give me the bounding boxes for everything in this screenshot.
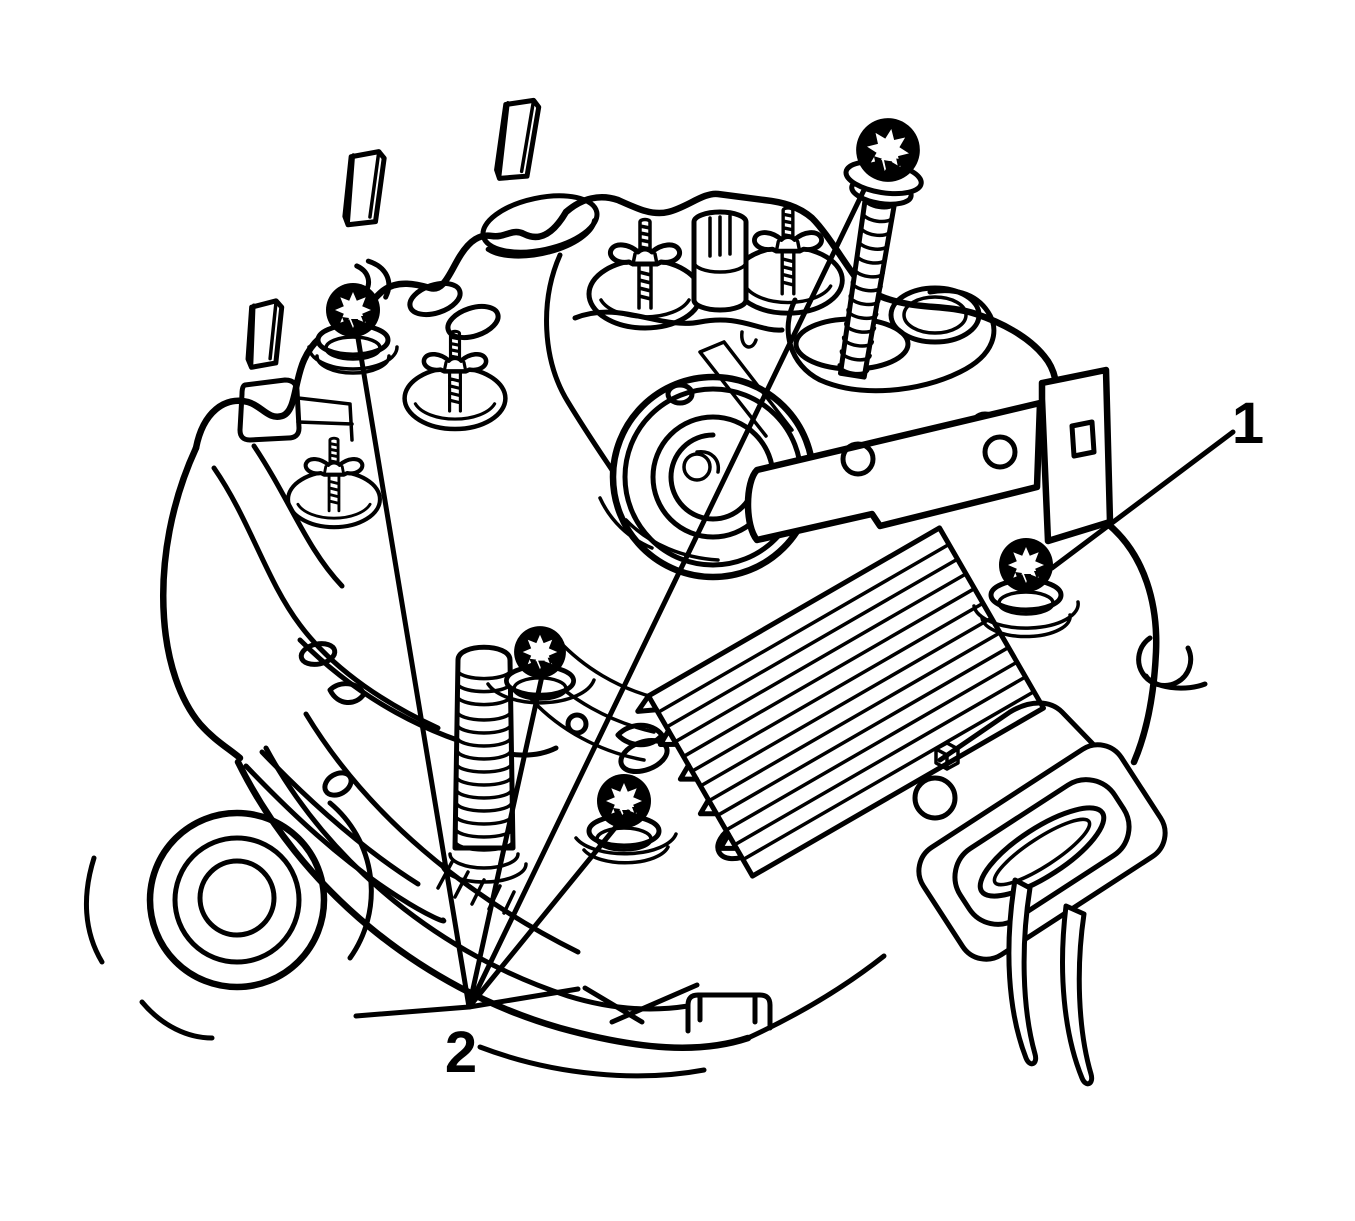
partial-bolt-right-icon <box>1136 635 1208 691</box>
connector-prong <box>1006 877 1039 1067</box>
plate-hole <box>912 775 958 821</box>
rectifier-plate-outline <box>192 190 1060 452</box>
seam <box>544 252 615 473</box>
connector-key <box>934 741 960 771</box>
seam <box>740 330 758 349</box>
rectifier-bolt-center <box>486 626 596 705</box>
output-stud <box>452 644 516 852</box>
seam <box>251 443 345 589</box>
bracket-hole <box>840 441 876 477</box>
callout-1-leader <box>1049 429 1236 571</box>
bolt-boss-plate <box>785 288 997 394</box>
band <box>259 749 421 887</box>
small-hole <box>322 770 354 798</box>
terminal-bracket-arm <box>296 396 354 442</box>
plate-hole <box>565 712 589 736</box>
bracket-slot <box>1069 419 1097 459</box>
through-bolt <box>785 113 997 394</box>
callout-2-leader <box>466 809 631 1010</box>
seam-diagonal <box>582 982 700 1025</box>
plate-hole <box>327 681 367 705</box>
regulator-bolt <box>972 538 1080 639</box>
callout-2-leader <box>466 187 867 1010</box>
callout-2-label: 2 <box>445 1020 477 1085</box>
housing-bottom-rim <box>234 758 752 1051</box>
right-housing-edge <box>1104 520 1208 766</box>
rectifier-bolt-top-left <box>307 283 399 375</box>
boss-hole <box>888 285 982 345</box>
housing-rim-right <box>745 953 887 1041</box>
callout-1: 1 <box>1049 391 1264 571</box>
heat-sink <box>635 525 1046 879</box>
callout-2-leader <box>354 329 472 1010</box>
callout-2-leader <box>466 986 581 1010</box>
callout-2-leader <box>353 1004 472 1019</box>
terminal-pad <box>480 193 600 255</box>
bracket-hole <box>982 434 1018 470</box>
terminal-pad-rim <box>485 218 597 259</box>
plate-hole <box>407 280 463 318</box>
bearing-boss <box>84 800 374 1041</box>
plate-hole <box>298 641 338 667</box>
terminal-bracket <box>237 377 302 443</box>
blade-terminal <box>494 97 542 181</box>
plate-hole <box>445 303 501 341</box>
seam <box>211 465 441 731</box>
mounting-tab <box>685 992 773 1034</box>
plate-hole <box>618 737 670 775</box>
callout-1-label: 1 <box>1232 391 1264 456</box>
blade-terminal <box>245 298 285 370</box>
callout-2: 2 <box>353 187 867 1085</box>
fin-notches <box>635 693 740 851</box>
harness-connector <box>916 700 1168 1087</box>
regulator-bracket <box>698 340 1114 545</box>
callout-2-leader <box>466 673 545 1010</box>
housing-bottom-edge <box>477 1044 707 1079</box>
housing-left-edge <box>160 444 244 762</box>
seam <box>572 309 785 333</box>
boss-hole-inner <box>902 295 968 335</box>
connector-prong <box>1060 903 1095 1087</box>
capacitor <box>691 209 749 313</box>
